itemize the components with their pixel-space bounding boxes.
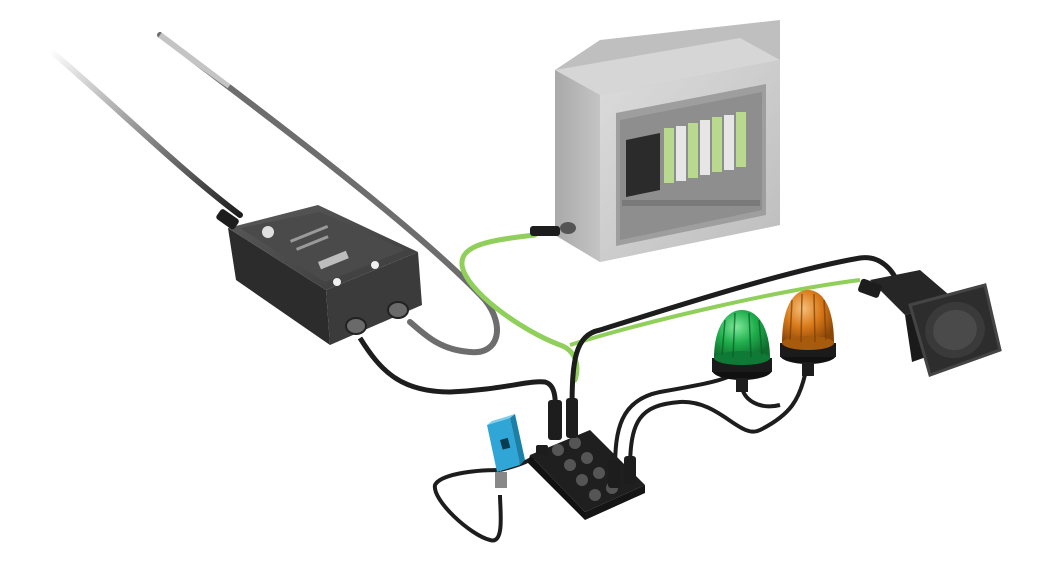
sensor-cable-loop <box>435 470 501 540</box>
cable-to-green-beacon <box>615 370 740 470</box>
green-ethernet-cable <box>462 235 577 380</box>
cable-to-amber-beacon <box>630 370 806 470</box>
amber-signal-beacon <box>780 290 836 376</box>
cabinet-cable-gland <box>560 222 576 234</box>
io-distribution-box <box>528 398 645 520</box>
control-unit <box>215 205 422 345</box>
acoustic-horn <box>857 270 1000 375</box>
unit-connector-left <box>346 318 366 334</box>
control-cabinet <box>530 20 780 262</box>
unit-logo <box>262 226 274 238</box>
cabinet-side <box>555 70 600 262</box>
photoelectric-sensor <box>487 414 525 488</box>
cabinet-panel <box>626 133 660 197</box>
unit-connector-right <box>388 302 408 318</box>
